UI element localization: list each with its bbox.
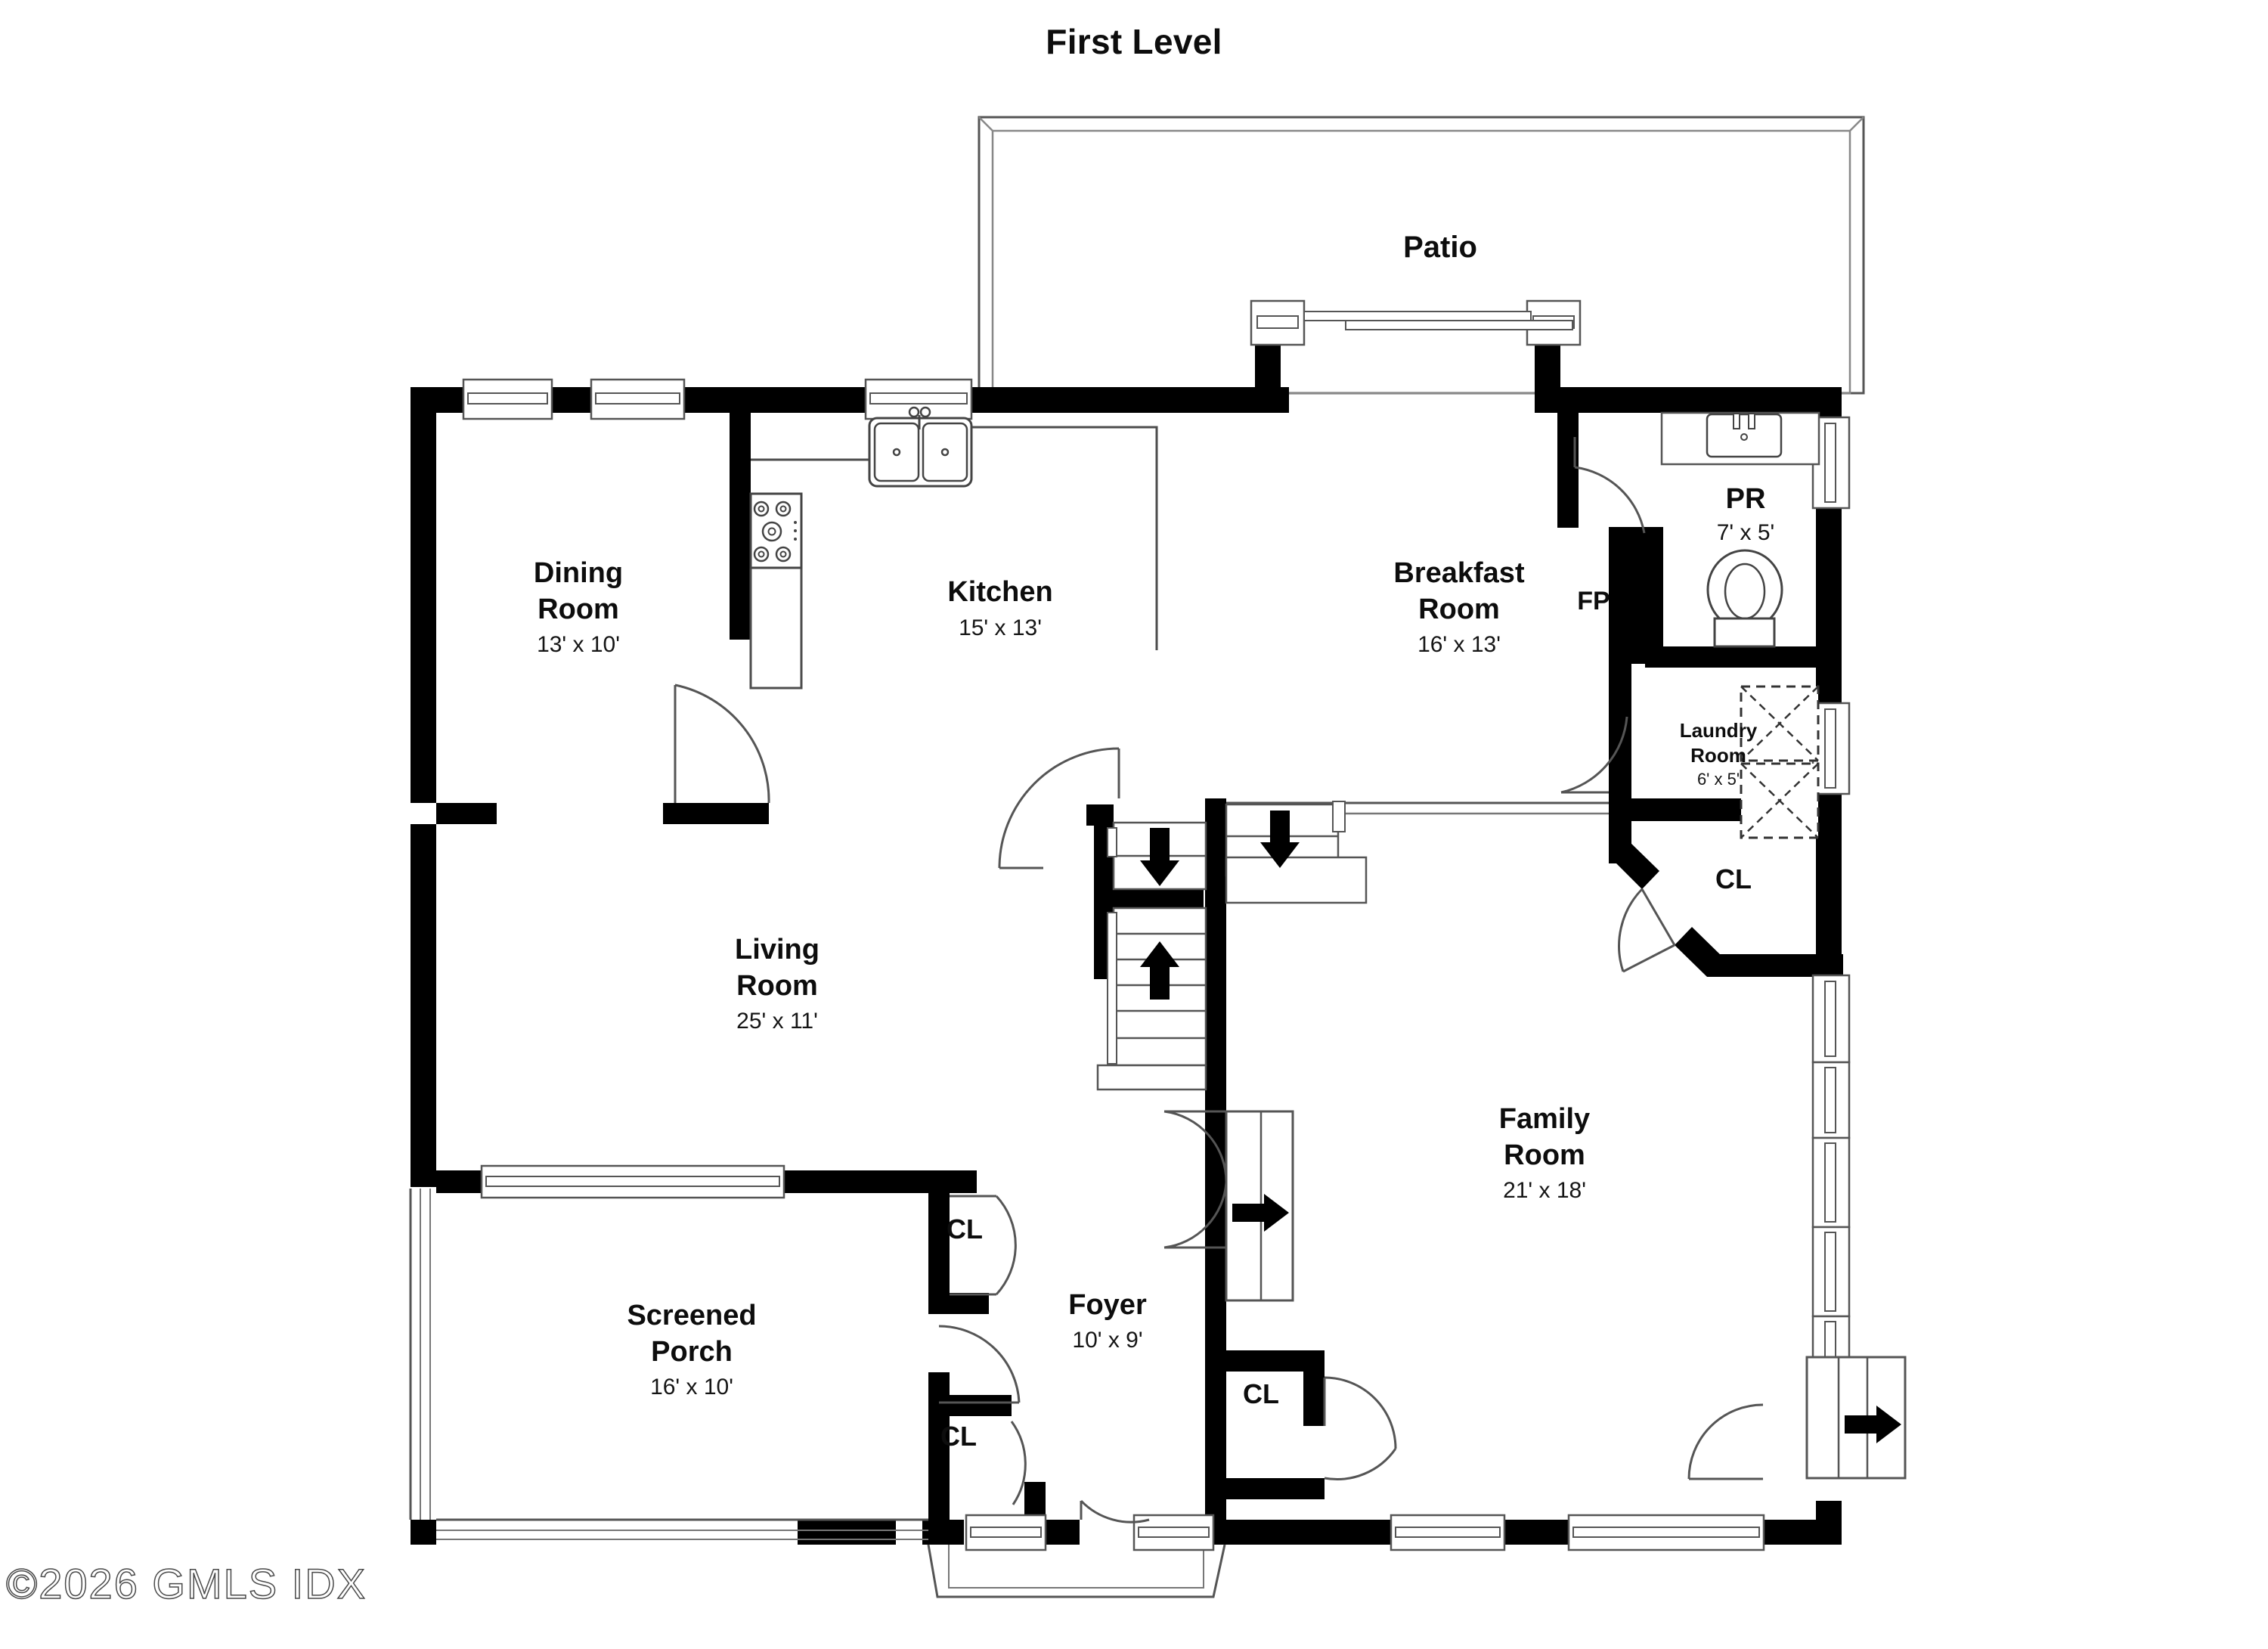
room-label-kitchen: Kitchen bbox=[947, 576, 1052, 608]
foyer-entry-arrow bbox=[1232, 1194, 1289, 1232]
door-family-closet bbox=[1618, 888, 1676, 973]
laundry-washer bbox=[1740, 685, 1820, 762]
door-dining-living bbox=[674, 683, 770, 804]
room-label-dining-room-line2: Room bbox=[538, 594, 619, 625]
door-laundry bbox=[1560, 716, 1628, 794]
window bbox=[1811, 1226, 1851, 1318]
window bbox=[1811, 416, 1851, 510]
room-dim-kitchen: 15' x 13' bbox=[959, 615, 1042, 640]
window bbox=[480, 1164, 785, 1199]
room-label-family-room-line2: Room bbox=[1504, 1139, 1585, 1171]
door-porch-closet bbox=[950, 1195, 1017, 1296]
kitchen-sink bbox=[868, 406, 973, 488]
room-label-living-room-line2: Room bbox=[736, 970, 818, 1002]
pr-vanity-sink bbox=[1660, 411, 1820, 466]
room-label-pr: PR bbox=[1726, 483, 1766, 515]
room-label-foyer: Foyer bbox=[1068, 1289, 1147, 1321]
door-porch-foyer bbox=[938, 1325, 1021, 1404]
room-dim-family-room: 21' x 18' bbox=[1503, 1178, 1586, 1203]
window bbox=[1811, 974, 1851, 1064]
page-title: First Level bbox=[1046, 22, 1222, 61]
window-group bbox=[462, 299, 1851, 1551]
room-label-laundry-room-line1: Laundry bbox=[1680, 719, 1758, 742]
room-dim-breakfast-room: 16' x 13' bbox=[1418, 632, 1501, 657]
window bbox=[590, 378, 686, 420]
window bbox=[1811, 1061, 1851, 1139]
copyright-notice: ©2026 GMLS IDX bbox=[5, 1559, 367, 1608]
room-dim-living-room: 25' x 11' bbox=[736, 1009, 818, 1034]
sliding-door bbox=[1250, 299, 1582, 346]
room-label-laundry-room-line2: Room bbox=[1690, 744, 1746, 767]
door-entry-closet bbox=[1323, 1376, 1397, 1480]
room-label-screened-porch-line1: Screened bbox=[627, 1300, 756, 1331]
door-group bbox=[674, 437, 1907, 1523]
window bbox=[1811, 1136, 1851, 1229]
room-dim-laundry-room: 6' x 5' bbox=[1697, 770, 1740, 789]
detail-lines bbox=[409, 426, 1609, 1598]
door-foyer-closet bbox=[1010, 1421, 1027, 1505]
room-dim-dining-room: 13' x 10' bbox=[537, 632, 620, 657]
room-label-screened-porch-line2: Porch bbox=[651, 1336, 733, 1368]
room-label-closet-family: CL bbox=[1715, 863, 1752, 894]
room-labels: Patio Dining Room 13' x 10' Kitchen 15' … bbox=[534, 231, 1774, 1452]
room-label-breakfast-room-line2: Room bbox=[1418, 594, 1500, 625]
window bbox=[1567, 1514, 1765, 1551]
room-dim-pr: 7' x 5' bbox=[1717, 520, 1775, 545]
laundry-dryer bbox=[1740, 762, 1820, 839]
window bbox=[462, 378, 553, 420]
pr-toilet bbox=[1706, 549, 1783, 648]
room-label-dining-room-line1: Dining bbox=[534, 557, 623, 589]
door-front-entry bbox=[1080, 1499, 1150, 1523]
stair-up-main-arrow bbox=[1140, 941, 1179, 1000]
room-label-breakfast-room-line1: Breakfast bbox=[1393, 557, 1525, 589]
stair-down-main-arrow bbox=[1140, 828, 1179, 886]
room-label-family-room-line1: Family bbox=[1499, 1103, 1590, 1135]
room-label-fireplace: FP bbox=[1577, 587, 1610, 615]
window bbox=[965, 1514, 1047, 1551]
room-dim-screened-porch: 16' x 10' bbox=[650, 1375, 733, 1399]
family-exit-arrow bbox=[1845, 1406, 1901, 1443]
patio-outline bbox=[978, 116, 1865, 395]
room-label-patio: Patio bbox=[1403, 231, 1477, 264]
door-pr bbox=[1573, 437, 1646, 534]
window bbox=[1390, 1514, 1506, 1551]
door-living-stairs bbox=[998, 747, 1120, 869]
kitchen-cooktop bbox=[749, 492, 803, 569]
room-label-closet-porch: CL bbox=[947, 1214, 983, 1244]
room-dim-foyer: 10' x 9' bbox=[1072, 1328, 1142, 1353]
room-label-living-room-line1: Living bbox=[735, 934, 820, 966]
room-label-closet-foyer: CL bbox=[940, 1421, 977, 1452]
staircase bbox=[1096, 801, 1368, 1091]
room-label-closet-entry: CL bbox=[1243, 1378, 1279, 1409]
stair-down-side-arrow bbox=[1260, 811, 1300, 868]
